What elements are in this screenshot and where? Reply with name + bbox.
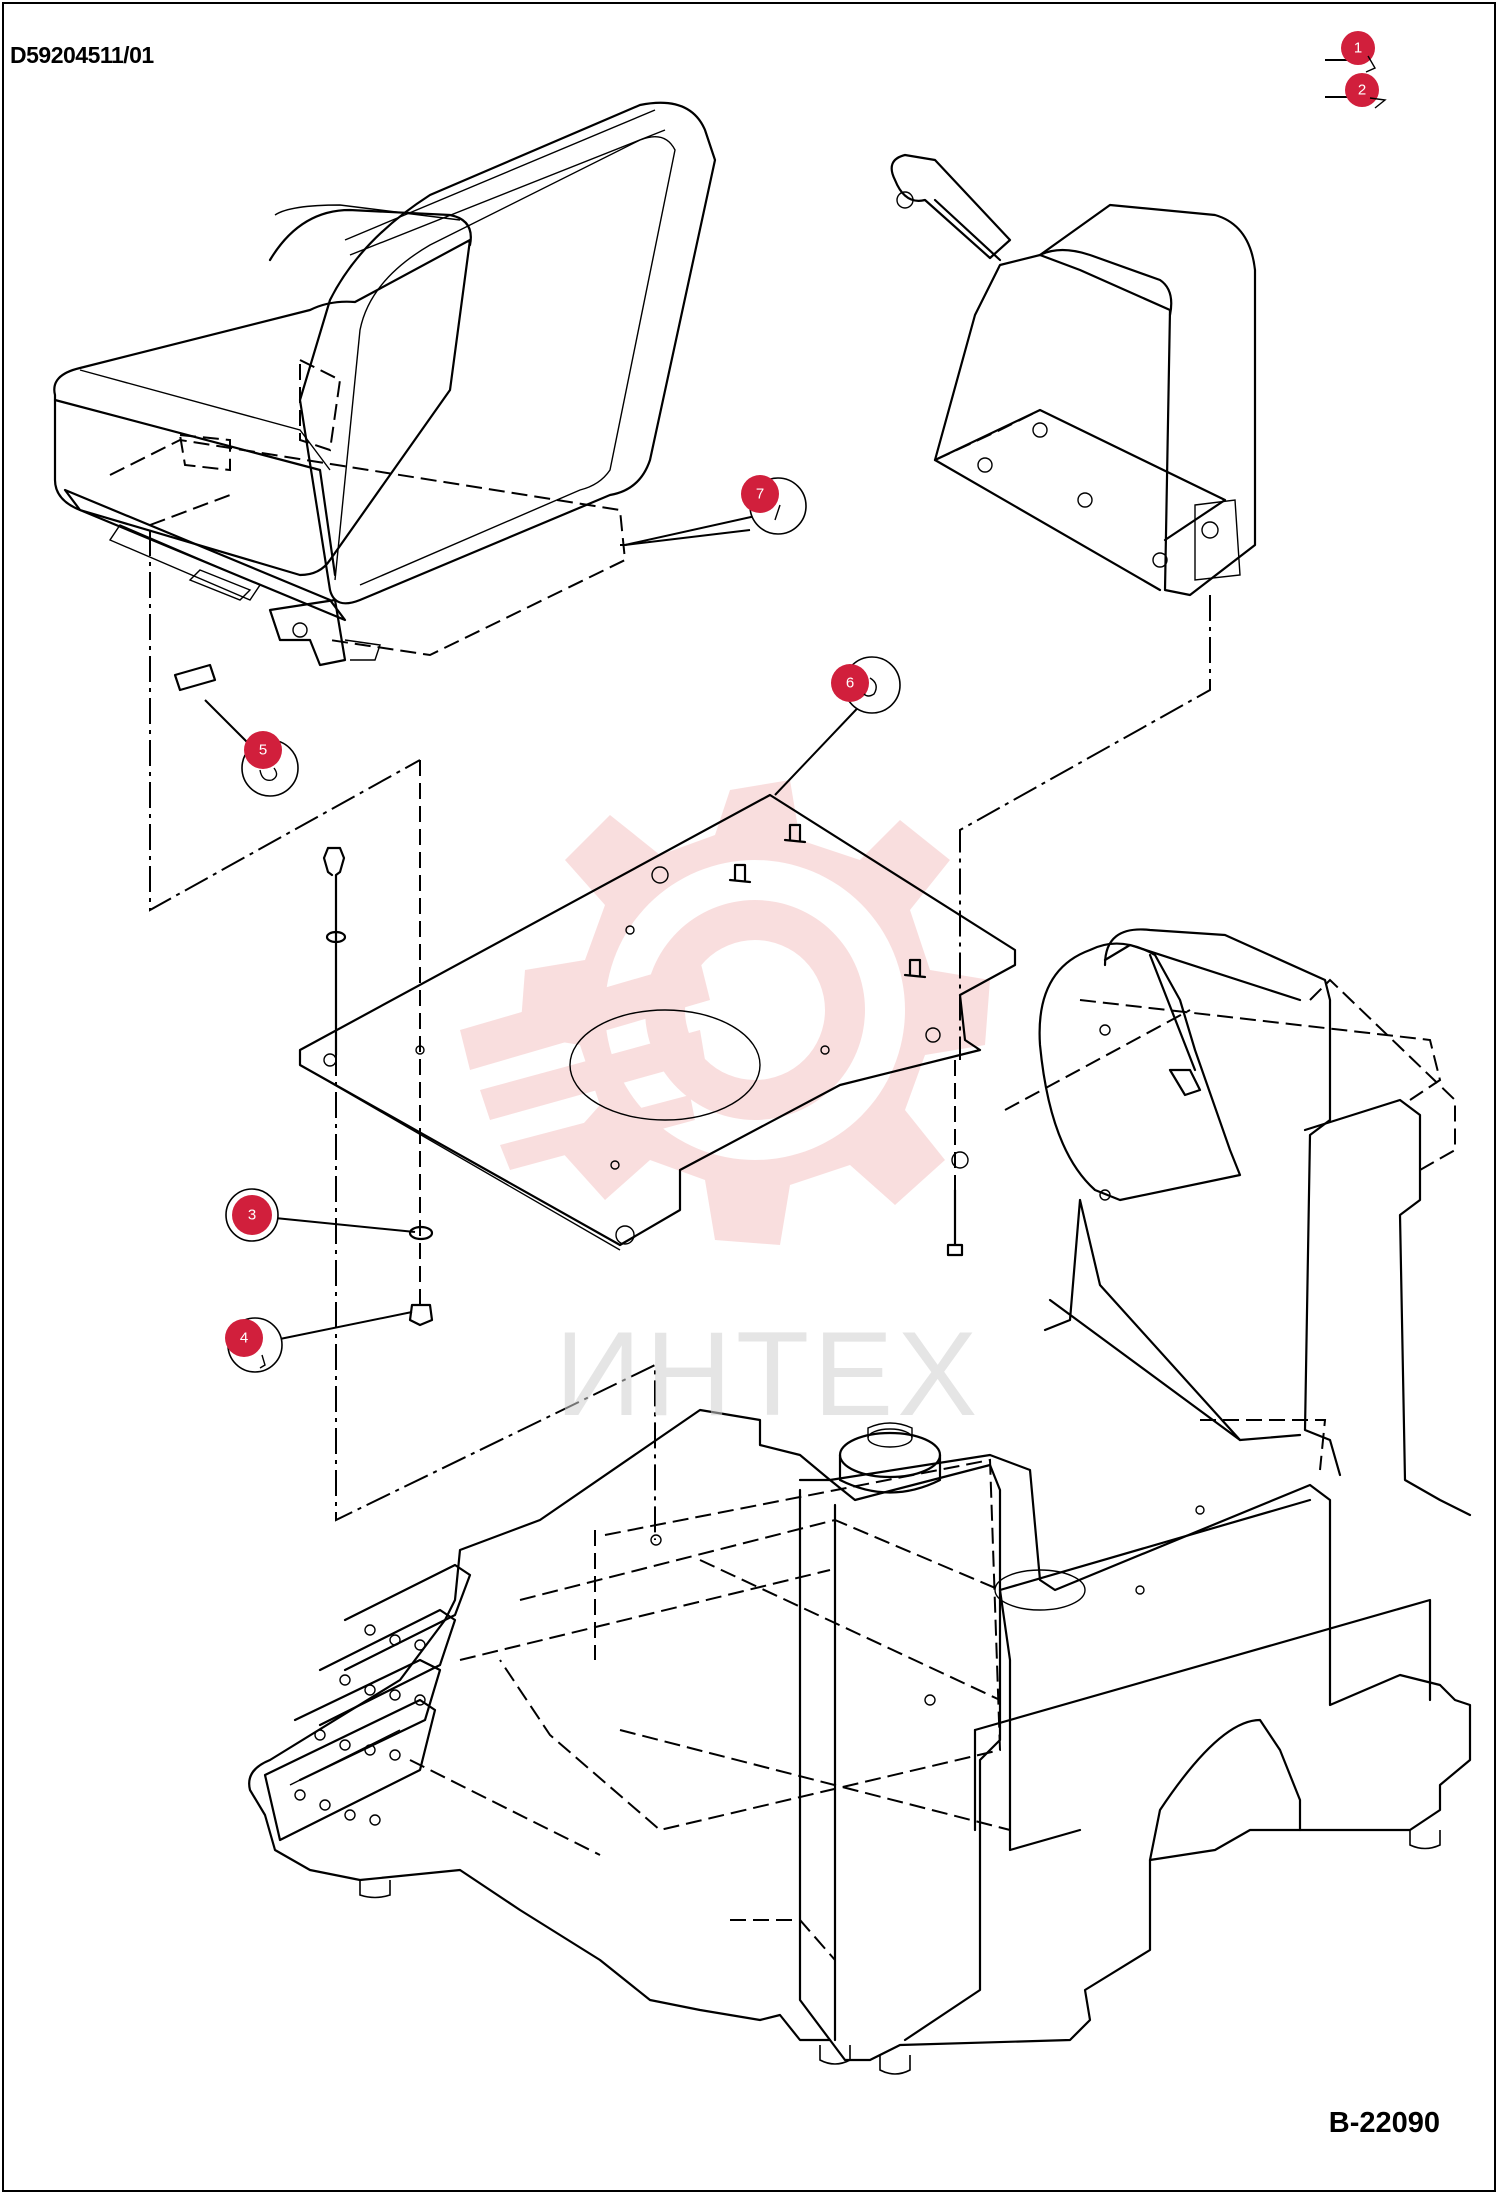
- drawing-number: B-22090: [1328, 2107, 1440, 2139]
- callout-1-label: 1: [1354, 40, 1362, 57]
- watermark-text: ИНТЕХ: [555, 1307, 982, 1441]
- callout-7[interactable]: 7: [741, 475, 807, 535]
- callout-1[interactable]: 1: [1341, 31, 1376, 73]
- callout-3-label: 3: [248, 1207, 256, 1224]
- callout-5[interactable]: 5: [241, 731, 299, 797]
- seat-assembly: [53, 101, 717, 692]
- callout-6-label: 6: [846, 675, 854, 692]
- callouts: 1 2 3 4 5: [225, 31, 1387, 1373]
- callout-4[interactable]: 4: [225, 1317, 283, 1373]
- callout-2[interactable]: 2: [1345, 73, 1387, 109]
- document-code: D59204511/01: [10, 42, 154, 68]
- control-console: [890, 153, 1257, 597]
- watermark-logo: [460, 780, 990, 1245]
- truck-body: [248, 928, 1472, 2075]
- callout-5-label: 5: [259, 742, 267, 759]
- alignment-lines: [149, 494, 1211, 1540]
- fuel-cap: [838, 1422, 942, 1494]
- callout-7-label: 7: [756, 486, 764, 503]
- callout-3[interactable]: 3: [225, 1188, 279, 1242]
- callout-4-label: 4: [240, 1330, 248, 1347]
- fastener-stack: [322, 760, 964, 1327]
- mounting-plate: [298, 793, 1017, 1251]
- callout-6[interactable]: 6: [831, 656, 901, 714]
- callout-2-label: 2: [1358, 82, 1366, 99]
